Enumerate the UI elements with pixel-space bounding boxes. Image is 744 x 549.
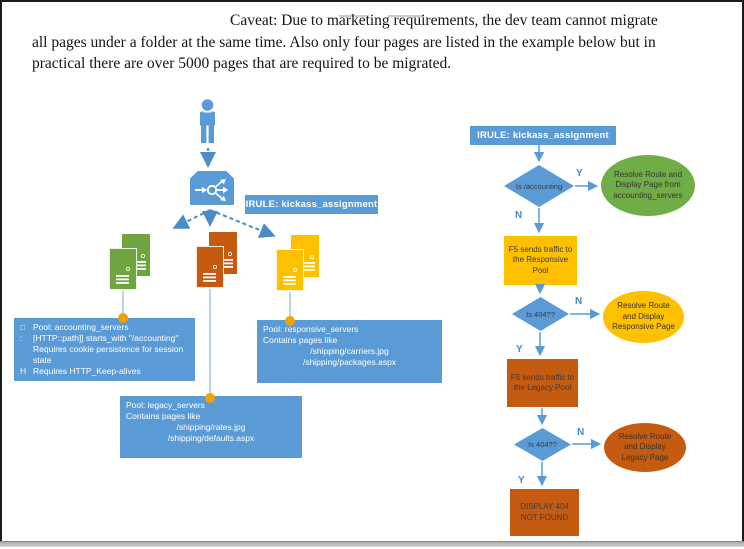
- outcome-label: Resolve Route and Display Legacy Page: [618, 431, 672, 462]
- pool-legacy-line: Contains pages like: [126, 411, 201, 421]
- terminal-label: DISPLAY 404 NOT FOUND: [520, 502, 569, 522]
- bullet-glyph: :: [20, 333, 23, 343]
- pool-accounting-line: state: [33, 355, 52, 365]
- pool-accounting-line: Pool: accounting_servers: [33, 322, 129, 332]
- pool-responsive-callout: Pool: responsive_servers Contains pages …: [257, 320, 442, 383]
- load-balancer-icon: [190, 171, 234, 205]
- pool-responsive-line: /shipping/carriers.jpg: [310, 346, 389, 356]
- pool-accounting-line: Requires cookie persistence for session: [33, 344, 184, 354]
- page-artifact-dash: [388, 15, 424, 17]
- pool-legacy-line: /shipping/rates.jpg: [176, 422, 246, 432]
- terminal-404-box: DISPLAY 404 NOT FOUND: [510, 489, 579, 536]
- decision-is-404-second: Is 404??: [514, 428, 571, 461]
- user-person-icon: [195, 99, 220, 144]
- pool-legacy-line: Pool: legacy_servers: [126, 400, 205, 410]
- pool-responsive-line: /shipping/packages.aspx: [302, 357, 397, 367]
- decision-label: Is 404??: [526, 309, 555, 319]
- bullet-glyph: □: [20, 322, 26, 332]
- responsive-server-page-icon-front: [276, 249, 304, 291]
- bullet-glyph: [20, 355, 33, 366]
- process-legacy-pool: F5 sends traffic to the Legacy Pool: [507, 359, 578, 407]
- branch-label-no: N: [515, 210, 523, 221]
- branch-label-no: N: [575, 296, 583, 307]
- bullet-glyph: H: [20, 366, 27, 376]
- pool-accounting-callout: □ Pool: accounting_servers : [HTTP::path]]…: [14, 318, 195, 381]
- bullet-glyph: [20, 344, 33, 355]
- pool-responsive-line: Pool: responsive_servers: [263, 324, 359, 334]
- accounting-server-page-icon-front: [109, 248, 137, 290]
- process-responsive-pool: F5 sends traffic to the Responsive Pool: [504, 236, 577, 285]
- outcome-label: Resolve Route and Display Page from acco…: [613, 169, 683, 200]
- branch-label-yes: Y: [576, 168, 583, 179]
- branch-label-no: N: [577, 427, 585, 438]
- branch-label-yes: Y: [518, 475, 525, 486]
- outcome-accounting-ellipse: Resolve Route and Display Page from acco…: [601, 155, 695, 216]
- decision-is-accounting: Is /accounting: [504, 165, 574, 207]
- process-label: F5 sends traffic to the Responsive Pool: [508, 244, 573, 275]
- pool-legacy-callout: Pool: legacy_servers Contains pages like…: [120, 396, 302, 458]
- window-bottom-edge: [0, 541, 744, 547]
- outcome-responsive-ellipse: Resolve Route and Display Responsive Pag…: [603, 291, 684, 343]
- legacy-server-page-icon-front: [196, 246, 224, 288]
- outcome-legacy-ellipse: Resolve Route and Display Legacy Page: [604, 423, 686, 472]
- pool-accounting-line: [HTTP::path]] starts_with "/accounting": [33, 333, 179, 343]
- irule-label-left: IRULE: kickass_assignment: [245, 195, 378, 214]
- decision-is-404-first: Is 404??: [512, 297, 569, 331]
- decision-label: Is /accounting: [515, 181, 563, 191]
- decision-label: Is 404??: [528, 440, 557, 449]
- flowchart-title-box: IRULE: kickass_assignment: [470, 126, 616, 145]
- pool-legacy-line: /shipping/defaults.aspx: [167, 433, 255, 443]
- page-artifact-dash: [339, 15, 369, 17]
- process-label: F5 sends traffic to the Legacy Pool: [510, 372, 575, 393]
- branch-label-yes: Y: [516, 344, 523, 355]
- pool-responsive-line: Contains pages like: [263, 335, 338, 345]
- outcome-label: Resolve Route and Display Responsive Pag…: [612, 301, 675, 332]
- caveat-paragraph: Caveat: Due to marketing requirements, t…: [32, 12, 658, 72]
- pool-accounting-line: Requires HTTP_Keep-alives: [33, 366, 141, 376]
